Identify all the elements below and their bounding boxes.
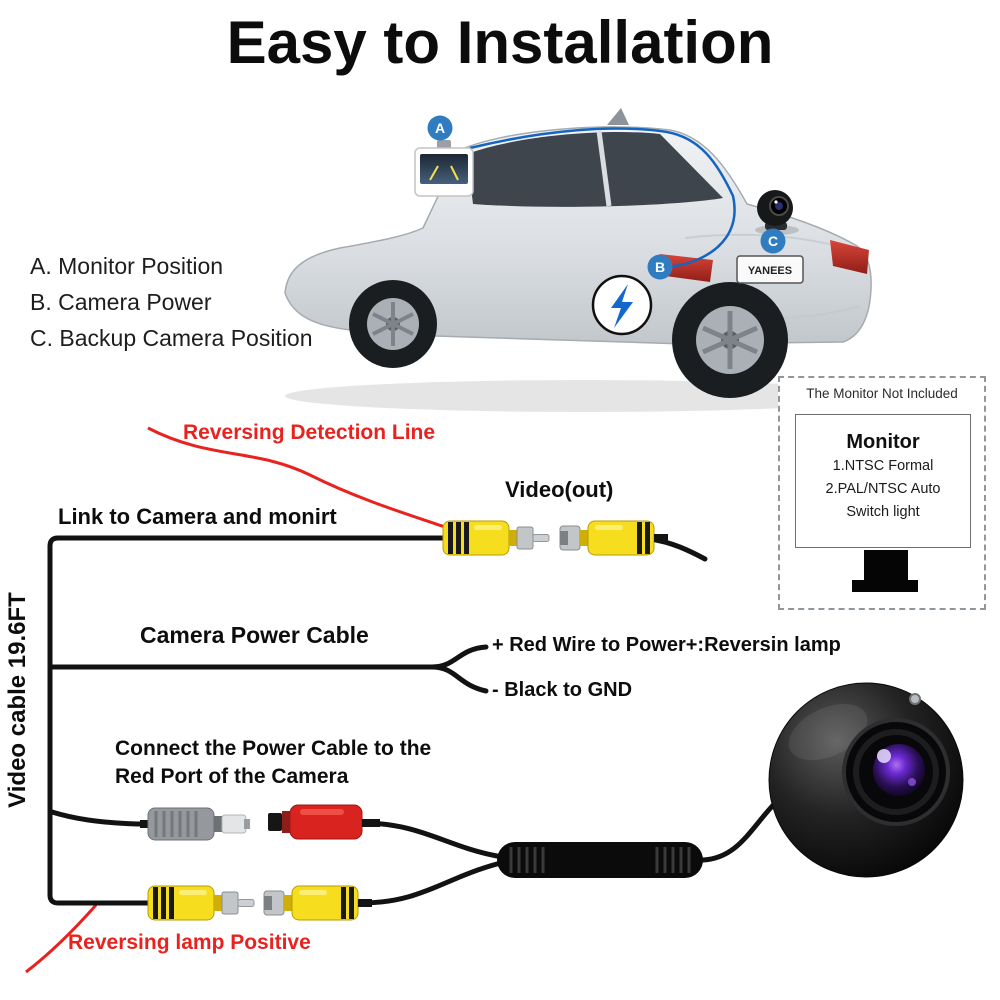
legend-item-camera-power: B. Camera Power — [30, 289, 212, 315]
svg-text:C: C — [768, 233, 778, 249]
monitor-icon — [414, 140, 474, 197]
camera-power-cable-label: Camera Power Cable — [140, 622, 369, 648]
legend: A. Monitor Position B. Camera Power C. B… — [30, 248, 313, 356]
power-plug-gray-connector — [140, 807, 250, 841]
video-cable-length-label: Video cable 19.6FT — [4, 592, 31, 808]
rca-male-connector-bottom — [147, 885, 255, 921]
car-antenna-fin — [607, 108, 629, 125]
monitor-stand-base — [852, 580, 918, 592]
badge-c: C — [760, 228, 786, 254]
rca-male-connector-top — [442, 520, 550, 556]
link-to-camera-label: Link to Camera and monirt — [58, 504, 337, 529]
reversing-lamp-positive-label: Reversing lamp Positive — [68, 931, 311, 954]
legend-item-backup-camera-position: C. Backup Camera Position — [30, 325, 313, 351]
red-port-connector — [268, 804, 380, 840]
monitor-stand-neck — [864, 550, 908, 580]
red-port-lead-path — [359, 820, 500, 859]
monitor-spec-2: 2.PAL/NTSC Auto — [825, 481, 941, 497]
monitor-title: Monitor — [846, 431, 920, 453]
rca-female-connector-top — [559, 520, 668, 556]
camera-lens — [842, 718, 950, 826]
lightning-icon — [591, 274, 653, 336]
badge-a: A — [427, 115, 453, 141]
badge-b: B — [647, 254, 673, 280]
inline-cable-connector — [497, 842, 703, 878]
rca-lead-path — [359, 861, 500, 906]
camera-icon — [755, 190, 799, 235]
monitor-spec-1: 1.NTSC Formal — [832, 458, 934, 474]
cable-route-line — [469, 127, 736, 270]
video-cable-path — [47, 535, 451, 906]
power-plug-stub-path — [49, 809, 151, 827]
car-illustration: YANEES A B — [284, 108, 885, 412]
monitor-spec-3: Switch light — [846, 504, 920, 520]
monitor-screen: Monitor 1.NTSC Formal 2.PAL/NTSC Auto Sw… — [795, 414, 971, 548]
red-wire-path — [429, 644, 489, 670]
car-b-pillar — [596, 130, 612, 207]
camera-pin — [909, 693, 921, 705]
reversing-detection-line-label: Reversing Detection Line — [183, 421, 436, 444]
black-wire-label: - Black to GND — [492, 679, 633, 701]
red-wire-label: + Red Wire to Power+:Reversin lamp — [492, 634, 841, 656]
legend-item-monitor-position: A. Monitor Position — [30, 253, 224, 279]
rca-female-connector-bottom — [263, 885, 372, 921]
video-out-label: Video(out) — [505, 477, 614, 502]
connect-power-cable-label: Connect the Power Cable to the Red Port … — [115, 737, 432, 789]
car-windows — [467, 132, 723, 207]
rear-wheel — [672, 282, 788, 398]
monitor-info-box: The Monitor Not Included Monitor 1.NTSC … — [778, 376, 986, 610]
svg-text:B: B — [655, 259, 665, 275]
backup-camera — [768, 682, 964, 878]
svg-text:A: A — [435, 120, 445, 136]
license-plate-text: YANEES — [748, 265, 792, 277]
taillight-left — [658, 254, 713, 282]
black-wire-path — [429, 664, 489, 694]
monitor-note: The Monitor Not Included — [806, 386, 958, 401]
taillight-right — [830, 240, 869, 274]
license-plate: YANEES — [736, 255, 804, 284]
page-title: Easy to Installation — [226, 9, 774, 76]
front-wheel — [349, 280, 437, 368]
